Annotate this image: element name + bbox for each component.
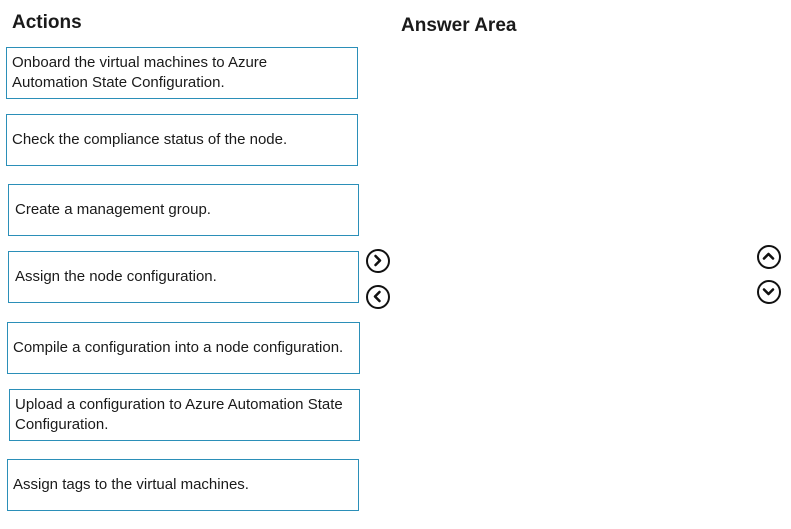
- move-up-button[interactable]: [757, 245, 781, 269]
- action-item-label: Onboard the virtual machines to Azure Au…: [12, 54, 268, 91]
- action-item-label: Compile a configuration into a node conf…: [13, 339, 344, 356]
- move-left-button[interactable]: [366, 285, 390, 309]
- chevron-right-icon: [374, 254, 382, 267]
- action-item-label: Create a management group.: [15, 201, 211, 218]
- action-item-label: Assign the node configuration.: [15, 268, 217, 285]
- answer-area-heading: Answer Area: [401, 15, 517, 36]
- action-item-check-compliance[interactable]: Check the compliance status of the node.: [6, 114, 358, 166]
- action-item-label: Assign tags to the virtual machines.: [13, 476, 249, 493]
- action-item-assign-tags[interactable]: Assign tags to the virtual machines.: [7, 459, 359, 511]
- chevron-left-icon: [373, 290, 381, 303]
- action-item-onboard-vms[interactable]: Onboard the virtual machines to Azure Au…: [6, 47, 358, 99]
- action-item-label: Check the compliance status of the node.: [12, 131, 288, 148]
- move-right-button[interactable]: [366, 249, 390, 273]
- action-item-label: Upload a configuration to Azure Automati…: [15, 396, 343, 433]
- actions-heading: Actions: [12, 12, 82, 33]
- chevron-down-icon: [762, 288, 775, 296]
- action-item-assign-node-configuration[interactable]: Assign the node configuration.: [8, 251, 359, 303]
- chevron-up-icon: [762, 252, 775, 260]
- move-down-button[interactable]: [757, 280, 781, 304]
- answer-area[interactable]: [400, 47, 745, 511]
- action-item-upload-configuration[interactable]: Upload a configuration to Azure Automati…: [9, 389, 360, 441]
- action-item-compile-configuration[interactable]: Compile a configuration into a node conf…: [7, 322, 360, 374]
- action-item-create-management-group[interactable]: Create a management group.: [8, 184, 359, 236]
